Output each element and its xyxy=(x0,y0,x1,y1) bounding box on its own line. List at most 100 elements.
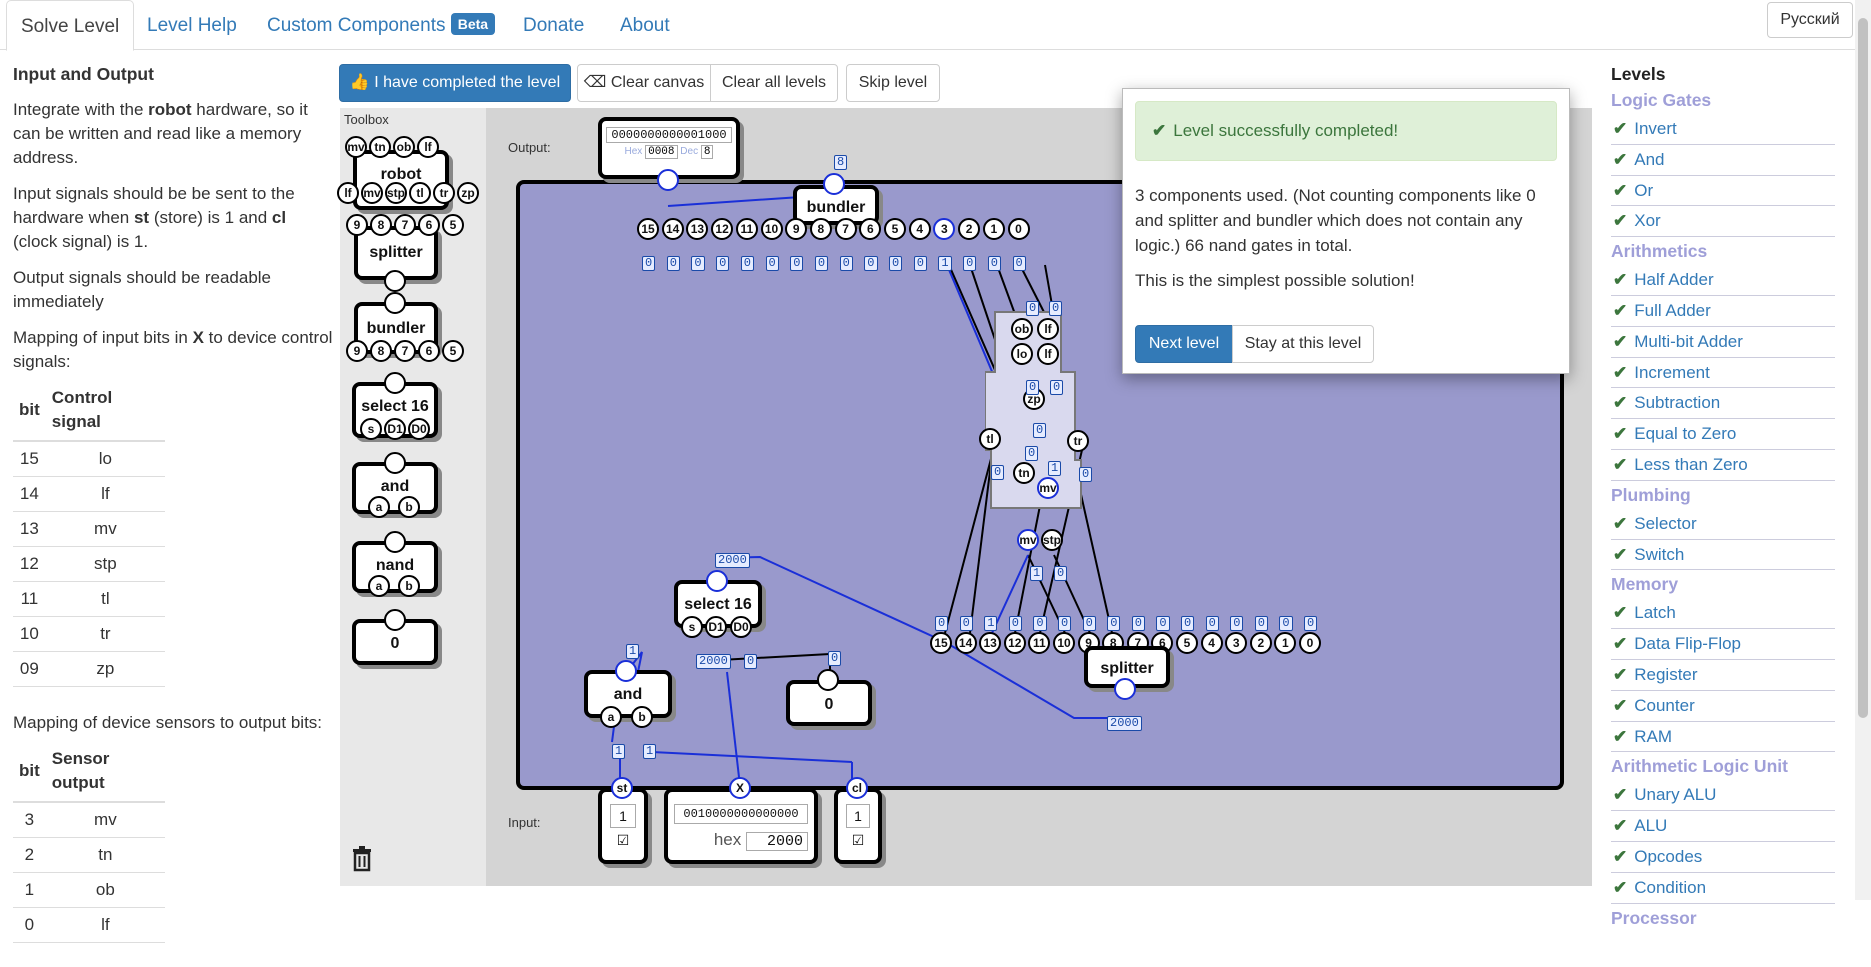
toolbox-and[interactable]: and a b xyxy=(352,452,452,522)
input-st[interactable]: 1 ☑ xyxy=(598,788,648,864)
x-hex-field[interactable]: 2000 xyxy=(746,832,808,851)
bundler-input-value: 0 xyxy=(839,256,853,271)
input-x[interactable]: 0010000000000000 hex 2000 xyxy=(664,788,818,864)
bundler-input-value: 0 xyxy=(765,256,779,271)
tab-custom-components[interactable]: Custom Components Beta xyxy=(253,0,509,51)
tab-donate[interactable]: Donate xyxy=(509,0,598,51)
robot-pin: stp xyxy=(1041,529,1063,551)
and-b-value: 1 xyxy=(643,744,657,759)
cl-checkbox[interactable]: ☑ xyxy=(851,832,865,848)
level-item[interactable]: ✔Switch xyxy=(1611,540,1835,571)
level-item[interactable]: ✔And xyxy=(1611,145,1835,176)
output-value: 0000000000001000 xyxy=(606,127,732,143)
table-header: bit xyxy=(13,741,46,803)
canvas-robot[interactable] xyxy=(985,300,1091,528)
robot-pin: lf xyxy=(1037,343,1059,365)
tab-level-help[interactable]: Level Help xyxy=(133,0,251,51)
tab-about[interactable]: About xyxy=(606,0,684,51)
robot-pin: stp xyxy=(385,182,407,204)
level-item[interactable]: ✔Latch xyxy=(1611,598,1835,630)
clear-all-levels-button[interactable]: Clear all levels xyxy=(710,64,838,102)
and-pin-a: a xyxy=(600,706,622,728)
level-item[interactable]: ✔Condition xyxy=(1611,873,1835,904)
bundler-input-value: 1 xyxy=(938,256,952,271)
toolbox-robot[interactable]: robot mv tn ob lf lf mv stp tl tr zp xyxy=(337,136,479,220)
splitter-pin: 9 xyxy=(346,214,368,236)
bundler-pin: 6 xyxy=(418,340,440,362)
splitter-output-value: 0 xyxy=(1131,616,1145,631)
input-cl[interactable]: 1 ☑ xyxy=(834,788,882,864)
splitter-output-value: 0 xyxy=(1008,616,1022,631)
level-item-label: Latch xyxy=(1634,603,1676,623)
robot-pin: mv xyxy=(1037,477,1059,499)
toolbox-zero[interactable]: 0 xyxy=(352,609,452,669)
toolbox-splitter[interactable]: splitter 9 8 7 6 5 xyxy=(344,214,474,294)
level-item[interactable]: ✔Half Adder xyxy=(1611,265,1835,296)
signal-value: 1 xyxy=(1030,566,1044,581)
level-item[interactable]: ✔Full Adder xyxy=(1611,296,1835,327)
next-level-button[interactable]: Next level xyxy=(1135,325,1233,363)
toolbox-select16[interactable]: select 16 s D1 D0 xyxy=(352,372,452,442)
signal-value: 0 xyxy=(1054,566,1068,581)
splitter-output-value: 0 xyxy=(935,616,949,631)
checkmark-icon: ✔ xyxy=(1613,726,1628,746)
level-item[interactable]: ✔RAM xyxy=(1611,722,1835,753)
splitter-input-value: 2000 xyxy=(1107,716,1142,731)
level-item[interactable]: ✔Data Flip-Flop xyxy=(1611,629,1835,660)
level-item[interactable]: ✔Register xyxy=(1611,660,1835,691)
st-value-field[interactable]: 1 xyxy=(610,804,636,828)
level-item[interactable]: ✔Increment xyxy=(1611,358,1835,389)
level-item[interactable]: ✔Selector xyxy=(1611,509,1835,540)
bundler-input-pin: 1 xyxy=(982,218,1005,240)
level-item[interactable]: ✔ALU xyxy=(1611,811,1835,842)
level-item[interactable]: ✔Unary ALU xyxy=(1611,780,1835,812)
input-pin-cl: cl xyxy=(846,777,868,799)
level-item-label: Or xyxy=(1634,180,1654,200)
checkmark-icon: ✔ xyxy=(1613,846,1628,866)
x-value-field[interactable]: 0010000000000000 xyxy=(674,804,808,824)
level-group-title: Processor xyxy=(1611,907,1697,928)
level-item[interactable]: ✔Opcodes xyxy=(1611,842,1835,873)
and-pin-b: b xyxy=(631,706,653,728)
language-button[interactable]: Русский xyxy=(1767,2,1853,38)
bundler-input-value: 0 xyxy=(963,256,977,271)
level-item[interactable]: ✔Equal to Zero xyxy=(1611,419,1835,450)
scrollbar-thumb[interactable] xyxy=(1858,18,1868,718)
level-item[interactable]: ✔Or xyxy=(1611,176,1835,207)
robot-pin: lo xyxy=(1011,343,1033,365)
cl-value-field[interactable]: 1 xyxy=(846,804,870,828)
clear-canvas-button[interactable]: ⌫ Clear canvas xyxy=(577,64,711,102)
splitter-output-value: 0 xyxy=(1279,616,1293,631)
completed-level-button[interactable]: 👍 I have completed the level xyxy=(339,64,571,102)
level-item-label: Switch xyxy=(1634,544,1685,564)
level-item[interactable]: ✔Less than Zero xyxy=(1611,450,1835,481)
bundler-input-pin: 8 xyxy=(809,218,832,240)
select16-d0-value: 0 xyxy=(744,654,758,669)
select16-pin: D1 xyxy=(705,616,727,638)
level-item[interactable]: ✔Subtraction xyxy=(1611,388,1835,420)
st-checkbox[interactable]: ☑ xyxy=(616,832,630,848)
signal-value: 0 xyxy=(1049,301,1063,316)
toolbox-nand[interactable]: nand a b xyxy=(352,531,452,601)
level-item[interactable]: ✔Xor xyxy=(1611,206,1835,238)
bundler-input-pin: 15 xyxy=(637,218,659,240)
stay-level-button[interactable]: Stay at this level xyxy=(1232,325,1374,363)
skip-level-button[interactable]: Skip level xyxy=(846,64,940,102)
tab-solve-level[interactable]: Solve Level xyxy=(6,0,135,51)
level-item-label: Selector xyxy=(1634,513,1697,533)
level-item[interactable]: ✔Multi-bit Adder xyxy=(1611,327,1835,358)
level-item-label: Register xyxy=(1634,664,1698,684)
bundler-output-pin xyxy=(823,173,845,195)
level-item[interactable]: ✔Invert xyxy=(1611,114,1835,145)
tab-label: Level Help xyxy=(147,15,237,36)
level-item[interactable]: ✔Counter xyxy=(1611,691,1835,722)
level-item-label: Xor xyxy=(1634,211,1661,231)
trash-icon[interactable] xyxy=(350,844,374,872)
signal-value: 8 xyxy=(834,155,848,170)
output-label: Output: xyxy=(508,140,551,155)
tab-label: Solve Level xyxy=(21,16,120,37)
and-pin-a: a xyxy=(368,496,390,518)
toolbox-bundler[interactable]: bundler 9 8 7 6 5 xyxy=(344,292,474,366)
bundler-input-value: 0 xyxy=(790,256,804,271)
splitter-output-value: 0 xyxy=(1107,616,1121,631)
